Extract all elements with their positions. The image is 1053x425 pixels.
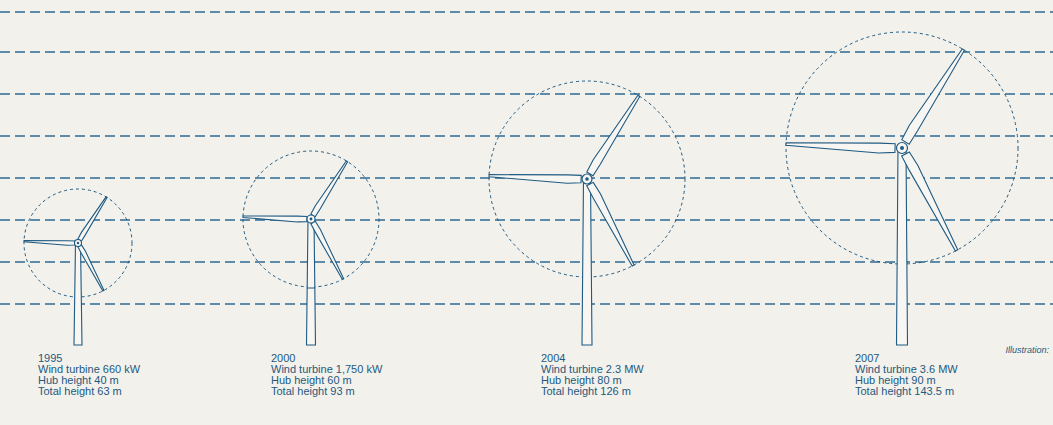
- spec-label: Hub height 60 m: [271, 374, 352, 386]
- turbine-2000: [243, 151, 379, 345]
- year-label: 2000: [271, 352, 295, 364]
- year-label: 2007: [855, 352, 879, 364]
- spec-label: Total height 63 m: [38, 385, 122, 397]
- spec-label: Wind turbine 2.3 MW: [541, 363, 644, 375]
- spec-label: Total height 143.5 m: [855, 385, 954, 397]
- spec-label: Wind turbine 3.6 MW: [855, 363, 958, 375]
- turbine-1995: [24, 189, 132, 345]
- spec-label: Total height 126 m: [541, 385, 631, 397]
- credit-note: Illustration:: [1005, 344, 1049, 356]
- height-gridlines: [0, 12, 1053, 304]
- spec-label: Wind turbine 1,750 kW: [271, 363, 382, 375]
- year-label: 2004: [541, 352, 565, 364]
- spec-label: Wind turbine 660 kW: [38, 363, 140, 375]
- year-label: 1995: [38, 352, 62, 364]
- spec-label: Total height 93 m: [271, 385, 355, 397]
- turbine-2007: [786, 32, 1018, 345]
- spec-label: Hub height 40 m: [38, 374, 119, 386]
- spec-label: Hub height 80 m: [541, 374, 622, 386]
- spec-label: Hub height 90 m: [855, 374, 936, 386]
- turbine-2004: [489, 81, 685, 345]
